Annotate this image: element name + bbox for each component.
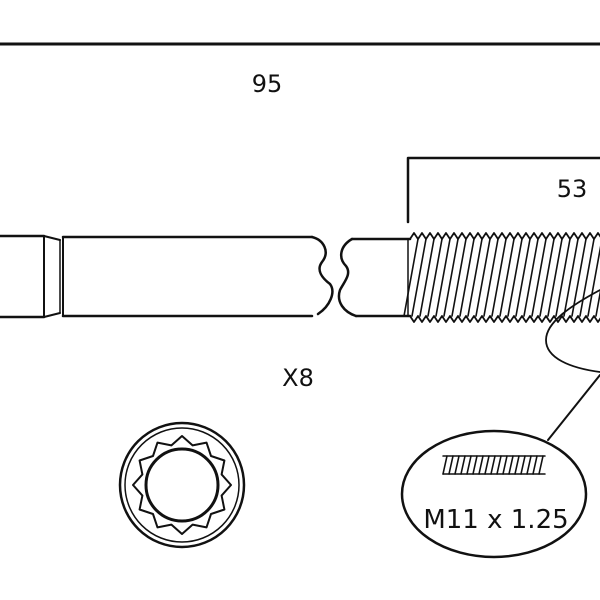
overall-length-label: 95 (252, 70, 283, 98)
overall-length-dimension: 95 (0, 42, 600, 98)
twelve-point-socket-icon (118, 421, 246, 549)
thread-length-dimension: 53 (406, 156, 600, 224)
thread-crests-bottom (409, 315, 600, 323)
thread-hatching (403, 238, 600, 317)
thread-detail-callout: M11 x 1.25 (400, 289, 600, 559)
quantity-label: X8 (282, 364, 314, 392)
break-mark (337, 237, 412, 318)
thread-length-label: 53 (557, 175, 588, 203)
bolt-shank (61, 235, 334, 318)
bolt-side-view (0, 232, 600, 323)
bolt-head (0, 234, 64, 319)
threaded-section (403, 232, 600, 323)
thread-crests-top (409, 232, 600, 240)
thread-detail-icon (442, 455, 546, 475)
thread-spec-label: M11 x 1.25 (423, 505, 568, 535)
